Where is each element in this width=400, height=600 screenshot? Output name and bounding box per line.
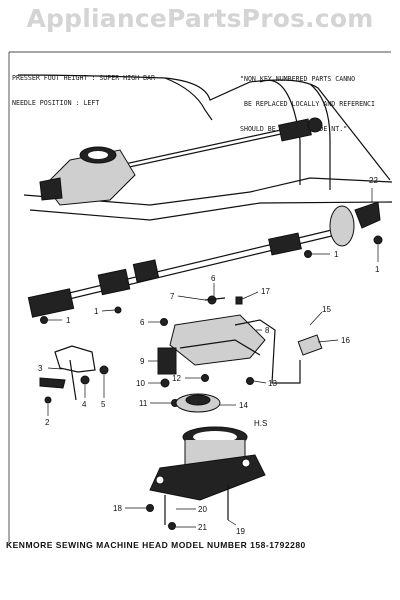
callout-labels: 22 1 1 1 1 6 7 17 15 16 6 8 9 10 12 13 1… — [38, 176, 380, 536]
callout-13: 13 — [268, 379, 277, 388]
callout-8: 8 — [265, 326, 270, 335]
note-line: NEEDLE POSITION : LEFT — [12, 99, 100, 108]
callout-4: 4 — [82, 400, 87, 409]
small-mark: H.S — [254, 419, 267, 428]
hook-base-assembly — [146, 426, 266, 530]
bobbin-hook — [175, 393, 221, 413]
callout-19: 19 — [236, 527, 245, 536]
feed-bracket-assembly — [157, 295, 323, 407]
callout-17: 17 — [261, 287, 270, 296]
callout-6: 6 — [211, 274, 216, 283]
callout-5: 5 — [101, 400, 106, 409]
callout-1: 1 — [66, 316, 71, 325]
arm-shaft — [27, 201, 383, 324]
callout-10: 10 — [136, 379, 145, 388]
callout-1: 1 — [334, 250, 339, 259]
callout-1: 1 — [94, 307, 99, 316]
callout-22: 22 — [369, 176, 378, 185]
model-caption: KENMORE SEWING MACHINE HEAD MODEL NUMBER… — [6, 540, 306, 550]
callout-3: 3 — [38, 364, 43, 373]
callout-leaders — [47, 188, 379, 528]
callout-21: 21 — [198, 523, 207, 532]
note-line: "NON KEY NUMBERED PARTS CANNO — [240, 74, 356, 83]
callout-6: 6 — [140, 318, 145, 327]
callout-2: 2 — [45, 418, 50, 427]
callout-11: 11 — [139, 399, 148, 408]
machine-body-outline — [17, 74, 393, 221]
callout-14: 14 — [239, 401, 248, 410]
callout-7: 7 — [170, 292, 175, 301]
callout-18: 18 — [113, 504, 122, 513]
watermark: AppliancePartsPros.com — [26, 4, 374, 33]
callout-16: 16 — [341, 336, 350, 345]
callout-1: 1 — [375, 265, 380, 274]
callout-9: 9 — [140, 357, 145, 366]
note-line: BE REPLACED LOCALLY AND REFERENCI — [240, 100, 375, 109]
needle-linkage — [39, 345, 109, 404]
callout-12: 12 — [172, 374, 181, 383]
callout-20: 20 — [198, 505, 207, 514]
callout-15: 15 — [322, 305, 331, 314]
upper-shaft-assembly — [39, 117, 323, 206]
